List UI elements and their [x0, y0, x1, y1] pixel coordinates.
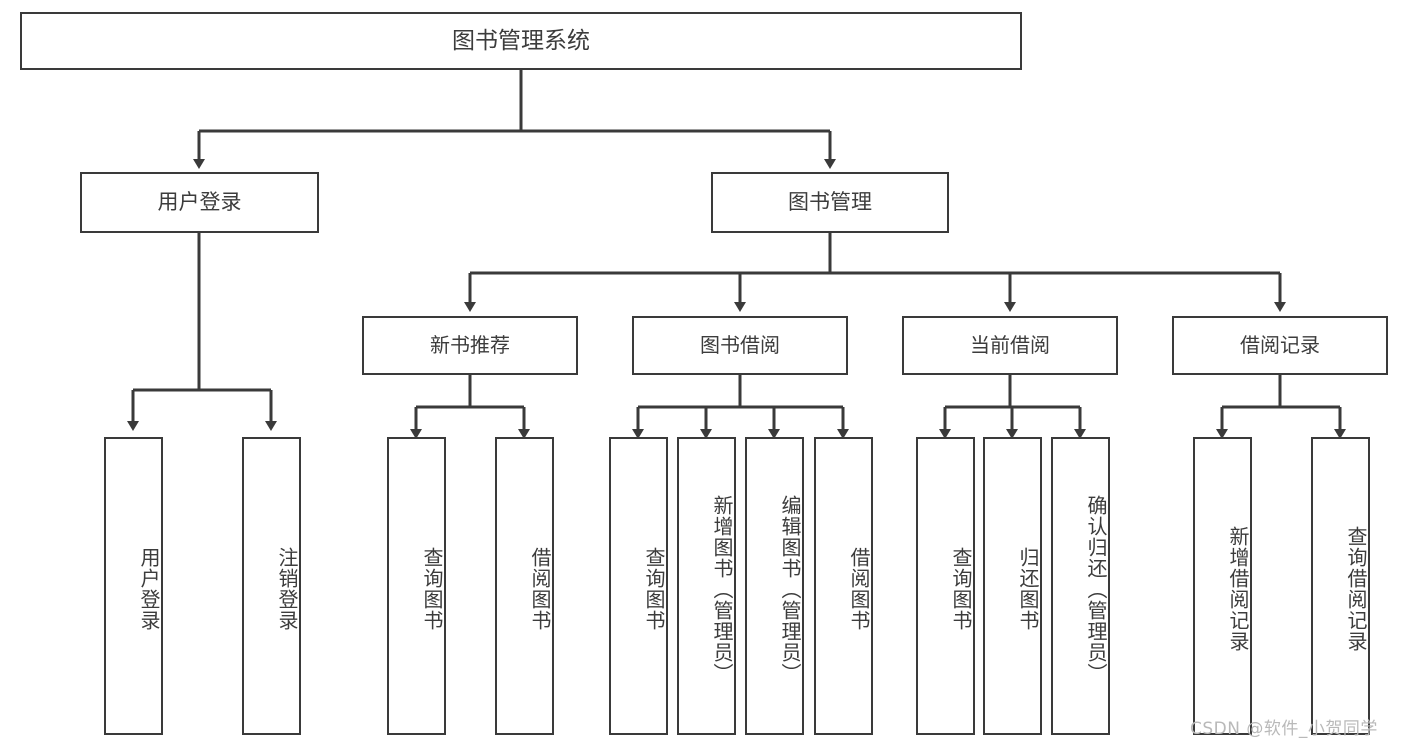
- node-borrow-record[interactable]: 借阅记录: [1172, 316, 1388, 375]
- node-leaf-logout[interactable]: 注销登录: [242, 437, 301, 735]
- node-leaf-user-login[interactable]: 用户登录: [104, 437, 163, 735]
- node-book-borrow-label: 图书借阅: [700, 333, 780, 358]
- node-leaf-query-book-2[interactable]: 查询图书: [609, 437, 668, 735]
- node-user-login-label: 用户登录: [157, 189, 242, 214]
- node-leaf-borrow-book-1-label: 借阅图书: [528, 547, 552, 631]
- node-root[interactable]: 图书管理系统: [20, 12, 1022, 70]
- node-book-management[interactable]: 图书管理: [711, 172, 949, 233]
- node-leaf-logout-label: 注销登录: [275, 547, 299, 631]
- node-leaf-return-book[interactable]: 归还图书: [983, 437, 1042, 735]
- node-root-label: 图书管理系统: [452, 27, 590, 54]
- node-book-borrow[interactable]: 图书借阅: [632, 316, 848, 375]
- node-borrow-record-label: 借阅记录: [1240, 333, 1320, 358]
- node-leaf-borrow-book-2[interactable]: 借阅图书: [814, 437, 873, 735]
- node-leaf-confirm-return[interactable]: 确认归还（管理员）: [1051, 437, 1110, 735]
- node-leaf-borrow-book-1[interactable]: 借阅图书: [495, 437, 554, 735]
- node-leaf-add-book[interactable]: 新增图书（管理员）: [677, 437, 736, 735]
- node-leaf-query-book-3[interactable]: 查询图书: [916, 437, 975, 735]
- node-leaf-add-record[interactable]: 新增借阅记录: [1193, 437, 1252, 735]
- node-leaf-borrow-book-2-label: 借阅图书: [847, 547, 871, 631]
- node-leaf-user-login-label: 用户登录: [137, 547, 161, 631]
- node-leaf-query-record-label: 查询借阅记录: [1344, 526, 1368, 652]
- node-leaf-edit-book-label: 编辑图书（管理员）: [778, 494, 802, 684]
- node-leaf-add-book-label: 新增图书（管理员）: [710, 494, 734, 684]
- node-new-book-recommend-label: 新书推荐: [430, 333, 510, 358]
- node-leaf-add-record-label: 新增借阅记录: [1226, 526, 1250, 652]
- node-leaf-query-book-2-label: 查询图书: [642, 547, 666, 631]
- node-leaf-query-book-1[interactable]: 查询图书: [387, 437, 446, 735]
- node-leaf-return-book-label: 归还图书: [1016, 547, 1040, 631]
- node-leaf-query-book-3-label: 查询图书: [949, 547, 973, 631]
- node-current-borrow-label: 当前借阅: [970, 333, 1050, 358]
- node-leaf-confirm-return-label: 确认归还（管理员）: [1084, 494, 1108, 684]
- csdn-watermark: CSDN @软件_小贺同学: [1190, 719, 1378, 739]
- node-user-login[interactable]: 用户登录: [80, 172, 319, 233]
- node-leaf-query-book-1-label: 查询图书: [420, 547, 444, 631]
- node-book-management-label: 图书管理: [788, 189, 872, 214]
- node-leaf-query-record[interactable]: 查询借阅记录: [1311, 437, 1370, 735]
- node-current-borrow[interactable]: 当前借阅: [902, 316, 1118, 375]
- node-leaf-edit-book[interactable]: 编辑图书（管理员）: [745, 437, 804, 735]
- node-new-book-recommend[interactable]: 新书推荐: [362, 316, 578, 375]
